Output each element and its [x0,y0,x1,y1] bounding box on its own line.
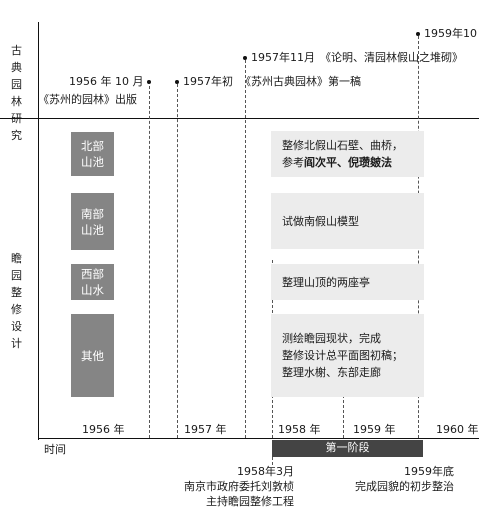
guide-1957-nov [245,60,246,438]
year-tick: 1957 年 [184,423,227,436]
event-date: 1957年11月 [251,51,315,64]
area-south: 南部山池 [71,193,114,250]
event-marker [175,80,179,84]
event-date: 1957年初 [183,75,233,88]
phase-bar: 第一阶段 [272,440,423,457]
bottom-event-1958: 1958年3月 南京市政府委托刘敦桢 主持瞻园整修工程 [170,464,294,509]
event-desc: 《苏州的园林》出版 [38,93,137,106]
work-other: 测绘瞻园现状，完成 整修设计总平面图初稿； 整理水榭、东部走廊 [271,314,424,397]
event-desc: 《苏州古典园林》第一稿 [240,75,361,88]
bottom-event-line: 主持瞻园整修工程 [206,495,294,508]
event-date: 1959年10 [424,27,477,40]
bottom-event-date: 1959年底 [404,465,454,478]
year-tick: 1958 年 [278,423,321,436]
work-line: 参考阎次平、倪瓒皴法 [282,156,392,169]
work-line: 测绘瞻园现状，完成 [282,332,381,345]
event-desc: 《论明、清园林假山之堆砌》 [320,51,463,64]
row-label-design: 瞻园整修设计 [11,252,23,350]
guide-bottom-1958 [272,457,273,465]
guide-1957 [177,84,178,438]
event-marker [416,32,420,36]
time-axis [38,438,479,439]
year-tick: 1956 年 [82,423,125,436]
area-name: 北部山池 [81,139,104,169]
event-date: 1956 年 10 月 [69,75,144,88]
event-marker [147,80,151,84]
year-tick: 1959 年 [353,423,396,436]
work-line: 整修设计总平面图初稿； [282,349,403,362]
bottom-event-date: 1958年3月 [237,465,294,478]
vertical-axis [38,22,39,440]
work-line: 整修北假山石壁、曲桥， [282,139,403,152]
bottom-event-1959: 1959年底 完成园貌的初步整治 [330,464,454,494]
row-label-research: 古典园林研究 [11,44,23,142]
event-marker [243,56,247,60]
bottom-event-line: 完成园貌的初步整治 [355,480,454,493]
year-tick: 1960 年 [436,423,479,436]
work-highlight: 阎次平、倪瓒皴法 [304,156,392,169]
area-other: 其他 [71,314,114,397]
area-name: 其他 [81,348,104,363]
work-line: 整理山顶的两座亭 [282,275,370,289]
time-label: 时间 [44,443,66,456]
work-west: 整理山顶的两座亭 [271,264,424,300]
work-line: 试做南假山模型 [282,214,359,228]
area-name: 南部山池 [81,206,104,237]
area-name: 西部山水 [81,267,104,297]
area-west: 西部山水 [71,264,114,300]
row-divider [0,118,479,119]
guide-1959 [343,395,344,438]
work-north: 整修北假山石壁、曲桥， 参考阎次平、倪瓒皴法 [271,131,424,177]
work-line: 整理水榭、东部走廊 [282,366,381,379]
bottom-event-line: 南京市政府委托刘敦桢 [184,480,294,493]
work-south: 试做南假山模型 [271,193,424,249]
guide-1956-oct [149,86,150,438]
area-north: 北部山池 [71,132,114,176]
